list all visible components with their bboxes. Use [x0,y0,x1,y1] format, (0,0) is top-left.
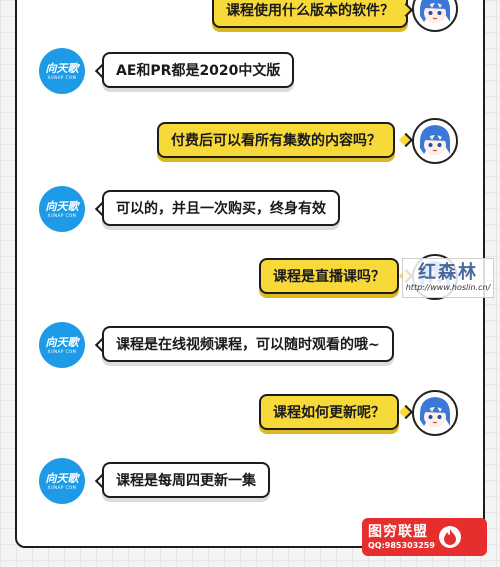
site-watermark-url: http://www.hoslin.cn/ [405,283,491,292]
bot-logo-text: 向天歌 [45,61,79,75]
bot-logo-subtext: XUNAP COM [47,484,77,490]
message-text: 课程使用什么版本的软件？ [226,3,394,19]
message-text: 付费后可以看所有集数的内容吗？ [171,133,381,149]
message-text: 可以的，并且一次购买，终身有效 [116,201,326,217]
badge-text: 图穷联盟 QQ:985303259 [368,524,435,551]
bot-logo-text: 向天歌 [45,199,79,213]
message-text: 课程如何更新呢？ [273,405,385,421]
message-text: 课程是直播课吗？ [273,269,385,285]
site-watermark-title: 红森林 [418,262,478,283]
chat-row-bot: 向天歌 XUNAP COM 课程是每周四更新一集 [17,458,483,518]
bot-message-bubble: 课程是每周四更新一集 [102,462,270,498]
chat-row-user: 课程使用什么版本的软件？ [17,0,483,46]
badge-qq: QQ:985303259 [368,540,435,550]
bot-message-bubble: 可以的，并且一次购买，终身有效 [102,190,340,226]
bot-logo-subtext: XUNAP COM [47,212,77,218]
bot-avatar: 向天歌 XUNAP COM [39,48,85,94]
chat-row-bot: 向天歌 XUNAP COM 可以的，并且一次购买，终身有效 [17,186,483,246]
user-avatar-icon [412,0,458,32]
bot-logo-text: 向天歌 [45,471,79,485]
bot-avatar: 向天歌 XUNAP COM [39,458,85,504]
message-text: 课程是在线视频课程，可以随时观看的哦~ [116,337,380,353]
flame-icon [438,526,461,548]
bot-message-bubble: AE和PR都是2020中文版 [102,52,295,88]
bubble-tail [398,132,414,148]
user-message-bubble: 课程是直播课吗？ [259,258,399,294]
site-watermark: 红森林 http://www.hoslin.cn/ [402,258,494,298]
bot-avatar: 向天歌 XUNAP COM [39,322,85,368]
badge-watermark: 图穷联盟 QQ:985303259 [362,518,487,556]
bot-message-bubble: 课程是在线视频课程，可以随时观看的哦~ [102,326,394,362]
message-text: 课程是每周四更新一集 [116,473,256,489]
bot-avatar: 向天歌 XUNAP COM [39,186,85,232]
chat-row-bot: 向天歌 XUNAP COM AE和PR都是2020中文版 [17,48,483,108]
chat-row-user: 课程如何更新呢？ [17,390,483,450]
bot-logo-subtext: XUNAP COM [47,348,77,354]
chat-row-bot: 向天歌 XUNAP COM 课程是在线视频课程，可以随时观看的哦~ [17,322,483,382]
chat-row-user: 付费后可以看所有集数的内容吗？ [17,118,483,178]
bot-logo-subtext: XUNAP COM [47,74,77,80]
user-message-bubble: 课程如何更新呢？ [259,394,399,430]
user-message-bubble: 付费后可以看所有集数的内容吗？ [157,122,395,158]
user-avatar-icon [412,118,458,164]
badge-title: 图穷联盟 [368,523,428,540]
message-text: AE和PR都是2020中文版 [116,63,281,79]
user-message-bubble: 课程使用什么版本的软件？ [212,0,408,28]
bubble-tail [398,404,414,420]
bot-logo-text: 向天歌 [45,335,79,349]
user-avatar-icon [412,390,458,436]
